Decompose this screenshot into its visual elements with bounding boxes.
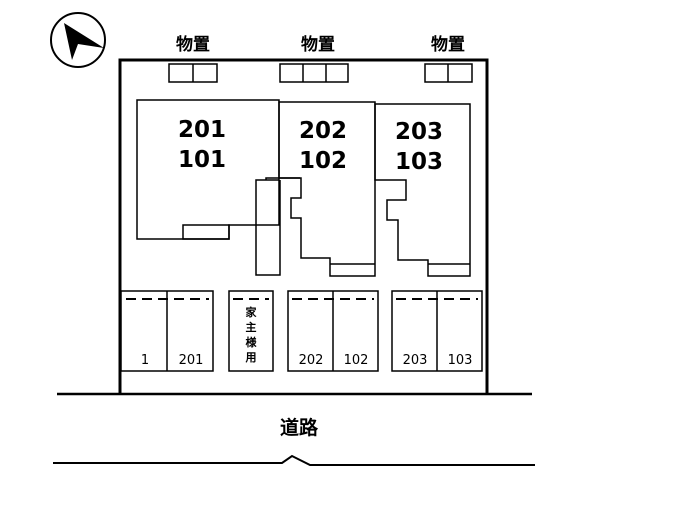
parking-group-3: [287, 290, 379, 372]
road-label: 道路: [280, 416, 319, 439]
unit-label-103: 103: [395, 149, 443, 175]
storage-shed-1: [168, 63, 218, 83]
parking-group-4: [391, 290, 483, 372]
building: [136, 99, 471, 277]
owner-char-4: 用: [246, 351, 257, 364]
parking-owner: [228, 290, 274, 372]
unit-block-3: [374, 103, 471, 277]
owner-char-3: 様: [246, 335, 258, 349]
unit-label-202: 202: [299, 118, 347, 144]
site-boundary: [118, 58, 489, 393]
storage-label-1: 物置: [176, 34, 210, 55]
storage-shed-3: [424, 63, 473, 83]
unit-label-101: 101: [178, 147, 226, 173]
road-edge-bottom: [53, 454, 535, 466]
owner-char-1: 家: [246, 305, 258, 319]
unit-label-102: 102: [299, 148, 347, 174]
storage-shed-2: [279, 63, 349, 83]
unit-label-203: 203: [395, 119, 443, 145]
owner-char-2: 主: [246, 320, 257, 334]
parking-slot-203: 203: [403, 353, 428, 368]
parking-slot-201: 201: [179, 353, 204, 368]
parking-slot-202: 202: [299, 353, 324, 368]
parking-group-1: [120, 290, 214, 372]
storage-label-3: 物置: [431, 34, 465, 55]
storage-label-2: 物置: [301, 34, 335, 55]
parking-slot-102: 102: [344, 353, 369, 368]
north-arrow-icon: [50, 12, 106, 68]
parking-slot-103: 103: [448, 353, 473, 368]
parking-slot-1: 1: [141, 353, 149, 368]
unit-label-201: 201: [178, 117, 226, 143]
unit-block-2: [278, 101, 376, 277]
